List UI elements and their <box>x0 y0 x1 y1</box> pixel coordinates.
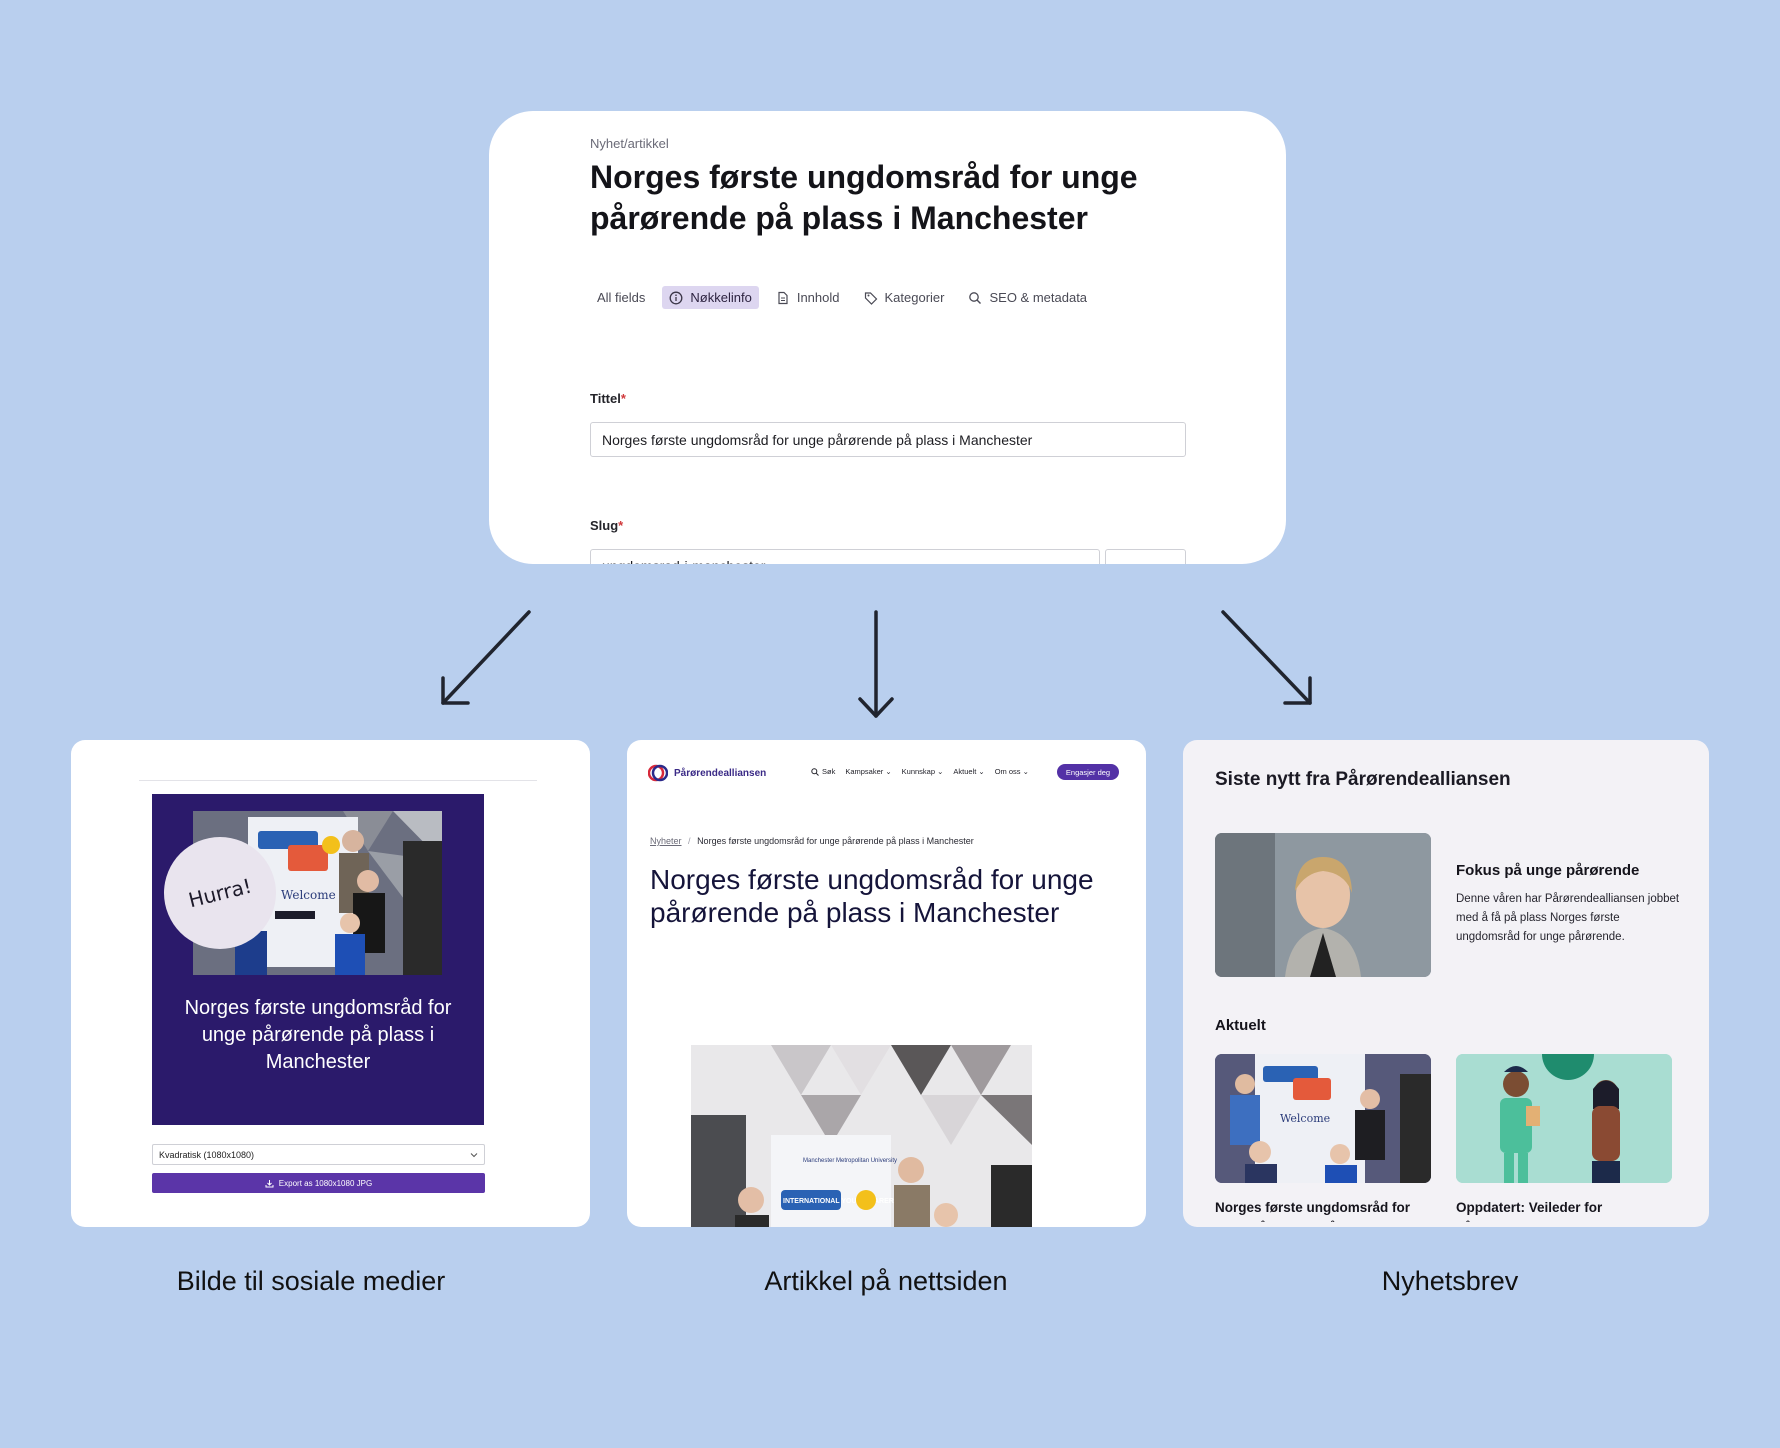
tab-kategorier[interactable]: Kategorier <box>857 286 952 309</box>
nav-kunnskap[interactable]: Kunnskap ⌄ <box>901 767 944 776</box>
hurra-badge: Hurra! <box>164 837 276 949</box>
news-card-title[interactable]: Oppdatert: Veileder for pårørende i hels… <box>1456 1200 1603 1222</box>
social-poster: Welcome Hurra! Norges første ungdomsråd … <box>152 794 484 1125</box>
divider <box>139 780 537 781</box>
breadcrumb-separator: / <box>688 836 691 846</box>
caption-web: Artikkel på nettsiden <box>764 1266 1008 1296</box>
title-field-label: Tittel* <box>590 391 626 406</box>
export-button[interactable]: Export as 1080x1080 JPG <box>152 1173 485 1193</box>
document-title: Norges første ungdomsråd for unge pårøre… <box>590 159 1138 236</box>
illustration-carers <box>1456 1054 1672 1183</box>
logo-text: Pårørendealliansen <box>674 767 767 779</box>
slug-input[interactable]: ungdomsrad-i-manchester <box>590 549 1100 564</box>
svg-text:Manchester Metropolitan Univer: Manchester Metropolitan University <box>803 1158 897 1164</box>
title-input[interactable]: Norges første ungdomsråd for unge pårøre… <box>590 422 1186 457</box>
tab-label: Kategorier <box>884 290 945 305</box>
tag-icon <box>864 291 877 305</box>
nav-search[interactable]: Søk <box>811 767 835 776</box>
slug-field-label: Slug* <box>590 518 624 533</box>
tab-label: SEO & metadata <box>989 290 1088 305</box>
format-select-value: Kvadratisk (1080x1080) <box>159 1149 255 1160</box>
svg-text:Welcome: Welcome <box>281 888 336 902</box>
newsletter-heading: Siste nytt fra Pårørendealliansen <box>1215 769 1511 790</box>
tab-label: Innhold <box>796 290 840 305</box>
feature-image <box>1215 833 1431 977</box>
breadcrumb-link-nyheter[interactable]: Nyheter <box>650 836 682 846</box>
engage-button[interactable]: Engasjer deg <box>1057 764 1119 780</box>
generate-slug-button[interactable] <box>1105 549 1186 564</box>
article-title: Norges første ungdomsråd for unge pårøre… <box>650 864 1094 928</box>
logo-icon <box>648 764 668 782</box>
document-type-label: Nyhet/artikkel <box>590 136 669 151</box>
document-icon <box>778 291 788 304</box>
newsletter-panel: Siste nytt fra Pårørendealliansen Fokus … <box>1183 740 1709 1227</box>
svg-text:Welcome: Welcome <box>1280 1112 1330 1125</box>
news-card-image[interactable] <box>1456 1054 1672 1183</box>
breadcrumb: Nyheter / Norges første ungdomsråd for u… <box>650 836 974 846</box>
svg-text:INTERNATIONAL YOUNG CARERS: INTERNATIONAL YOUNG CARERS <box>783 1198 899 1205</box>
tab-nokkelinfo[interactable]: Nøkkelinfo <box>662 286 759 309</box>
web-article-panel: Pårørendealliansen Søk Kampsaker ⌄ Kunns… <box>627 740 1146 1227</box>
portrait-illustration <box>1215 833 1431 977</box>
feature-title: Fokus på unge pårørende <box>1456 862 1640 879</box>
search-icon <box>969 291 982 304</box>
arrow-to-web <box>858 610 894 718</box>
event-photo-illustration: Manchester Metropolitan University INTER… <box>691 1045 1032 1227</box>
nav-aktuelt[interactable]: Aktuelt ⌄ <box>953 767 985 776</box>
feature-text: Denne våren har Pårørendealliansen jobbe… <box>1456 893 1680 943</box>
tab-label: Nøkkelinfo <box>690 290 752 305</box>
tab-all-fields[interactable]: All fields <box>590 286 652 309</box>
info-icon <box>669 291 683 304</box>
download-icon <box>265 1179 274 1187</box>
news-card-title[interactable]: Norges første ungdomsråd for unge pårøre… <box>1215 1200 1411 1222</box>
export-button-label: Export as 1080x1080 JPG <box>278 1178 373 1188</box>
site-logo[interactable]: Pårørendealliansen <box>648 764 766 782</box>
tab-innhold[interactable]: Innhold <box>769 286 847 309</box>
nav-kampsaker[interactable]: Kampsaker ⌄ <box>845 767 892 776</box>
chevron-down-icon <box>470 1152 478 1157</box>
tab-seo-metadata[interactable]: SEO & metadata <box>961 286 1094 309</box>
cms-editor-card: Nyhet/artikkel Norges første ungdomsråd … <box>489 111 1286 564</box>
field-group-tabs: All fields Nøkkelinfo Innhold Kategorier… <box>590 286 1094 309</box>
poster-title: Norges første ungdomsråd for unge pårøre… <box>184 997 452 1073</box>
breadcrumb-current: Norges første ungdomsråd for unge pårøre… <box>697 836 974 846</box>
format-select[interactable]: Kvadratisk (1080x1080) <box>152 1144 485 1165</box>
caption-social: Bilde til sosiale medier <box>176 1266 446 1296</box>
search-icon <box>811 767 819 776</box>
article-photo: Manchester Metropolitan University INTER… <box>691 1045 1032 1227</box>
nav-om-oss[interactable]: Om oss ⌄ <box>994 767 1029 776</box>
group-photo-illustration: Welcome <box>1215 1054 1431 1183</box>
social-image-panel: Welcome Hurra! Norges første ungdomsråd … <box>71 740 590 1227</box>
section-heading: Aktuelt <box>1215 1017 1266 1034</box>
arrow-to-social <box>441 610 531 705</box>
main-nav: Søk Kampsaker ⌄ Kunnskap ⌄ Aktuelt ⌄ Om … <box>811 767 1029 776</box>
tab-label: All fields <box>597 290 646 305</box>
caption-newsletter: Nyhetsbrev <box>1381 1266 1519 1296</box>
arrow-to-newsletter <box>1221 610 1312 705</box>
news-card-image[interactable]: Welcome <box>1215 1054 1431 1183</box>
